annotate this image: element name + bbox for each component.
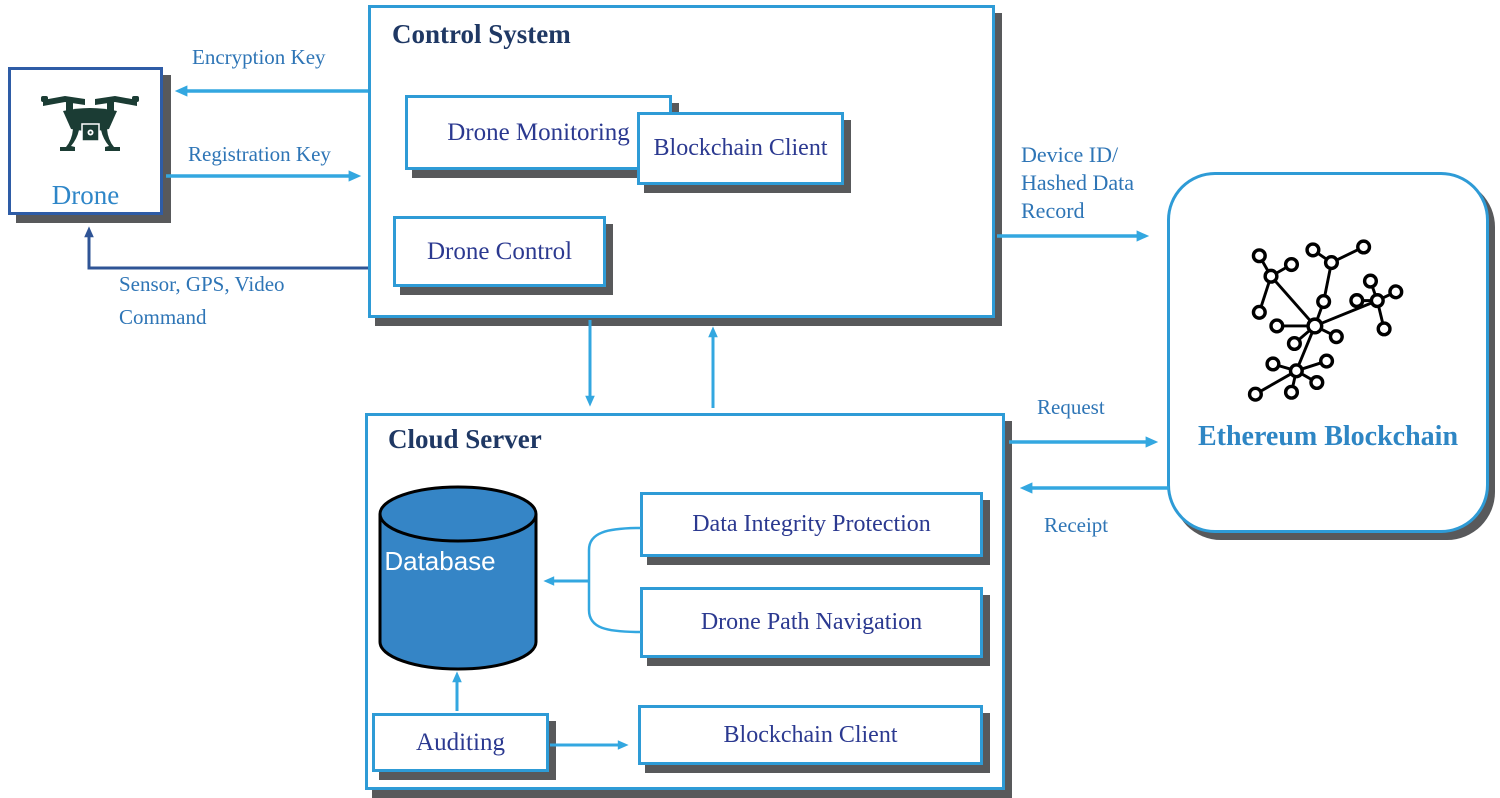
device-id-line2: Hashed Data bbox=[1021, 170, 1135, 195]
registration-key-label: Registration Key bbox=[188, 142, 331, 166]
drone-control-box: Drone Control bbox=[393, 216, 606, 287]
drone-path-navigation-box: Drone Path Navigation bbox=[640, 587, 983, 658]
drone-node: Drone bbox=[8, 67, 163, 215]
data-integrity-protection-box: Data Integrity Protection bbox=[640, 492, 983, 557]
device-id-line3: Record bbox=[1021, 198, 1085, 223]
ethereum-blockchain-node: Ethereum Blockchain bbox=[1167, 172, 1489, 533]
encryption-key-label: Encryption Key bbox=[192, 45, 326, 69]
receipt-label: Receipt bbox=[1044, 513, 1109, 537]
drone-icon bbox=[35, 84, 145, 164]
sensor-command-label: Sensor, GPS, Video Command bbox=[119, 268, 285, 334]
device-id-line1: Device ID/ bbox=[1021, 142, 1119, 167]
arrow-sensor-gps-video-command bbox=[84, 226, 368, 270]
request-label: Request bbox=[1037, 395, 1105, 419]
database-label: Database bbox=[384, 546, 496, 576]
device-id-label: Device ID/ Hashed Data Record bbox=[1021, 141, 1134, 225]
drone-monitoring-box: Drone Monitoring bbox=[405, 95, 672, 170]
database-cylinder: Database bbox=[377, 484, 539, 672]
network-graph-icon bbox=[1232, 230, 1427, 418]
drone-label: Drone bbox=[51, 180, 120, 210]
blockchain-client-box-cloud: Blockchain Client bbox=[638, 705, 983, 765]
sensor-label-line1: Sensor, GPS, Video bbox=[119, 272, 285, 296]
control-system-title: Control System bbox=[392, 19, 571, 49]
sensor-label-line2: Command bbox=[119, 305, 207, 329]
blockchain-client-box-control: Blockchain Client bbox=[637, 112, 844, 185]
ethereum-blockchain-label: Ethereum Blockchain bbox=[1197, 421, 1459, 452]
auditing-box: Auditing bbox=[372, 713, 549, 772]
cloud-server-title: Cloud Server bbox=[388, 424, 542, 454]
